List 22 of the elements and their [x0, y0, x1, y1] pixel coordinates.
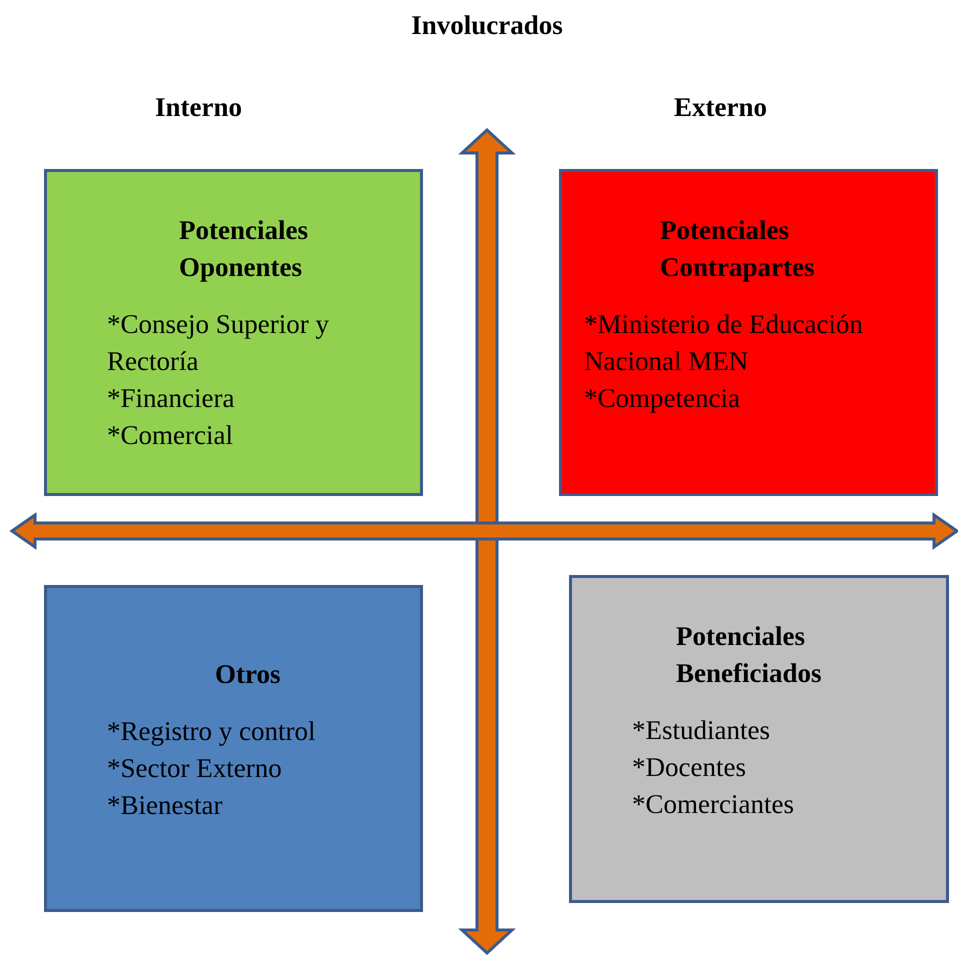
list-item: *Ministerio de Educación Nacional MEN [584, 308, 864, 378]
quadrant-box [559, 169, 938, 496]
quadrant-heading: Potenciales Contrapartes [660, 214, 816, 284]
quadrant-box [569, 575, 949, 903]
list-item: *Consejo Superior y Rectoría [107, 308, 330, 378]
quadrant-heading: Potenciales Beneficiados [676, 620, 822, 690]
quadrant-heading: Potenciales Oponentes [179, 214, 309, 284]
list-item: *Registro y control [107, 715, 316, 748]
list-item: *Bienestar [107, 789, 224, 822]
axis-label: Interno [155, 92, 242, 123]
list-item: *Financiera [107, 382, 236, 415]
quadrant-box [44, 169, 423, 496]
list-item: *Comercial [107, 419, 234, 452]
quadrant-heading: Otros [215, 658, 282, 691]
list-item: *Estudiantes [632, 714, 771, 747]
list-item: *Docentes [632, 751, 747, 784]
list-item: *Comerciantes [632, 788, 795, 821]
list-item: *Competencia [584, 382, 741, 415]
list-item: *Sector Externo [107, 752, 283, 785]
axis-label: Externo [674, 92, 767, 123]
quadrant-box [44, 585, 423, 912]
diagram-title: Involucrados [410, 10, 564, 41]
